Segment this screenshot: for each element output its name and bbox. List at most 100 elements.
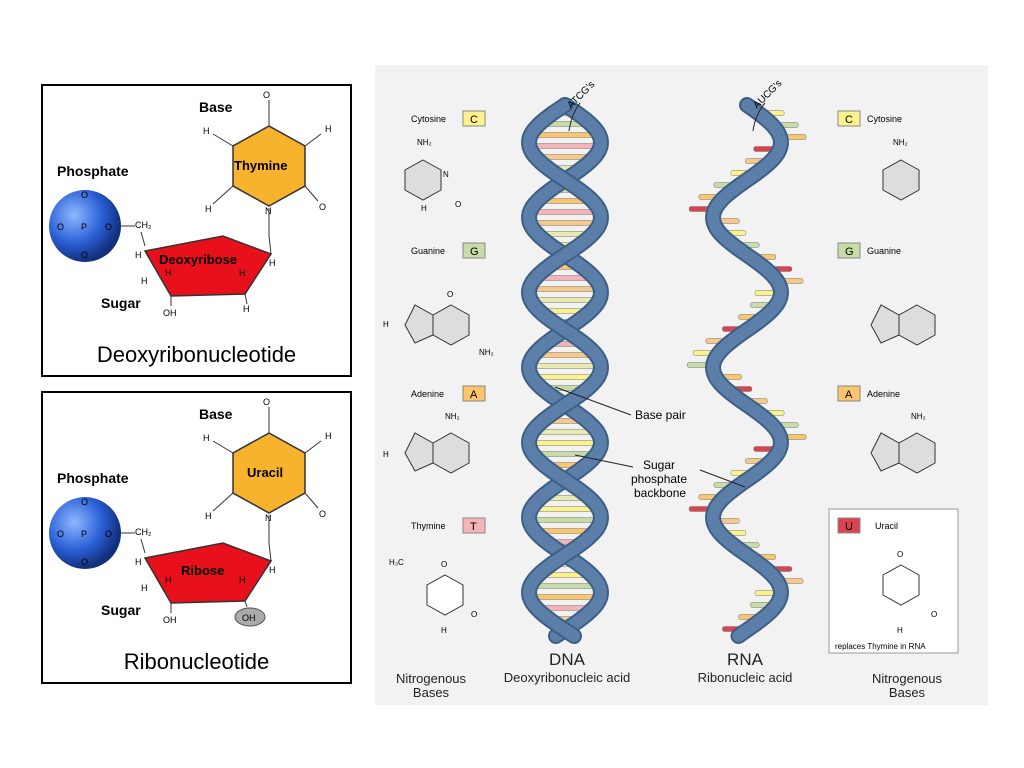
- chem-label: NH₂: [445, 412, 460, 421]
- ribonucleotide-panel: Base Phosphate Sugar Uracil O H O H H N …: [41, 391, 352, 684]
- chem-label: O: [441, 560, 447, 569]
- dna-base-pair-rung: [528, 517, 602, 523]
- legend-letter: A: [470, 389, 478, 401]
- chem-label: H: [897, 626, 903, 635]
- dna-base-pair-rung: [528, 440, 602, 446]
- chem-label: NH₂: [479, 348, 494, 357]
- atom-h: H: [165, 268, 172, 278]
- atom-o: O: [57, 222, 64, 232]
- atom-oh: OH: [163, 615, 177, 625]
- legend-swatch: [837, 242, 861, 259]
- legend-name: Cytosine: [867, 114, 902, 124]
- deoxyribose-label: Deoxyribose: [159, 252, 237, 267]
- legend-letter: T: [470, 521, 477, 533]
- panel-title: Deoxyribonucleotide: [96, 342, 297, 367]
- atom-p: P: [81, 222, 87, 232]
- chem-label: H: [441, 626, 447, 635]
- atom-h: H: [239, 575, 246, 585]
- backbone-pointer: [574, 454, 634, 468]
- backbone-label-3: backbone: [634, 486, 686, 500]
- legend-swatch: [462, 242, 486, 259]
- legend-name: Thymine: [411, 521, 446, 531]
- left-base-legend: Cytosine C Guanine G Adenine A Thymine T: [411, 110, 486, 534]
- adenine-ring5: [404, 432, 434, 472]
- atom-o: O: [57, 529, 64, 539]
- chem-label: NH₂: [911, 412, 926, 421]
- atom-o: O: [319, 202, 326, 212]
- atom-h: H: [165, 575, 172, 585]
- chem-label: O: [931, 610, 937, 619]
- cytosine-structure: [404, 159, 442, 201]
- chem-label: O: [897, 550, 903, 559]
- backbone-label-1: Sugar: [643, 458, 675, 472]
- legend-letter: G: [470, 246, 479, 258]
- adenine-structure: [432, 432, 470, 474]
- dna-base-pair-rung: [530, 583, 600, 589]
- bottom-line: Nitrogenous: [395, 671, 467, 686]
- legend-name: Uracil: [875, 521, 898, 531]
- legend-letter: G: [845, 246, 854, 258]
- legend-swatch: [462, 517, 486, 534]
- dna-base-pair-rung: [529, 209, 601, 215]
- legend-letter: A: [845, 389, 853, 401]
- atom-o: O: [81, 497, 88, 507]
- atom-n: N: [265, 513, 272, 523]
- chem-label: O: [471, 610, 477, 619]
- base-label: Base: [199, 99, 233, 115]
- rna-backbone: [705, 97, 789, 644]
- bottom-line: Bases: [888, 685, 926, 700]
- deoxyribonucleotide-diagram: Base Phosphate Sugar Thymine O H O H H N…: [49, 90, 332, 318]
- phosphate-label: Phosphate: [57, 163, 129, 179]
- legend-swatch: [462, 110, 486, 127]
- atom-h: H: [203, 433, 210, 443]
- ribose-label: Ribose: [181, 563, 224, 578]
- chem-label: NH₂: [417, 138, 432, 147]
- legend-name: Adenine: [411, 389, 444, 399]
- chem-label: H₃C: [389, 558, 404, 567]
- dna-base-pair-rung: [529, 594, 601, 600]
- dna-label: DNA: [549, 650, 585, 669]
- guanine-ring5: [404, 304, 434, 344]
- guanine-ring5: [870, 304, 900, 344]
- replaces-note: replaces Thymine in RNA: [835, 642, 926, 651]
- dna-backbone: [521, 97, 609, 644]
- dna-tag-arrow: [568, 102, 581, 132]
- dna-caption: DNA Deoxyribonucleic acid: [487, 650, 647, 685]
- uracil-structure: [882, 564, 920, 606]
- atom-h: H: [269, 565, 276, 575]
- atom-ch2: CH₂: [135, 220, 152, 230]
- atom-h: H: [141, 583, 148, 593]
- dna-rna-helix-diagram: Cytosine C Guanine G Adenine A Thymine T…: [383, 78, 959, 654]
- atom-ch2: CH₂: [135, 527, 152, 537]
- atom-n: N: [265, 206, 272, 216]
- atom-h: H: [203, 126, 210, 136]
- atom-o: O: [263, 90, 270, 100]
- sugar-label: Sugar: [101, 295, 141, 311]
- atom-h: H: [205, 511, 212, 521]
- uracil-label: Uracil: [247, 465, 283, 480]
- legend-letter: U: [845, 521, 853, 533]
- rna-full-label: Ribonucleic acid: [697, 670, 793, 685]
- chem-label: O: [455, 200, 461, 209]
- phosphate-label: Phosphate: [57, 470, 129, 486]
- left-molecules: [404, 159, 470, 616]
- atom-p: P: [81, 529, 87, 539]
- dna-base-pair-rung: [529, 286, 601, 292]
- bottom-line: Nitrogenous: [871, 671, 943, 686]
- dna-rna-figure: Cytosine C Guanine G Adenine A Thymine T…: [375, 65, 988, 705]
- legend-name: Guanine: [867, 246, 901, 256]
- ribose-oh-highlight: [234, 607, 266, 627]
- dna-full-label: Deoxyribonucleic acid: [503, 670, 631, 685]
- atom-o: O: [105, 529, 112, 539]
- deoxyribonucleotide-panel: Base Phosphate Sugar Thymine O H O H H N…: [41, 84, 352, 377]
- atom-o: O: [81, 250, 88, 260]
- chem-label: H: [421, 204, 427, 213]
- phosphate-ball: [49, 497, 121, 569]
- chem-label: H: [383, 320, 389, 329]
- atom-h: H: [239, 268, 246, 278]
- atom-o: O: [319, 509, 326, 519]
- base-pair-label: Base pair: [635, 408, 686, 422]
- chem-label: O: [447, 290, 453, 299]
- atom-h: H: [243, 304, 250, 314]
